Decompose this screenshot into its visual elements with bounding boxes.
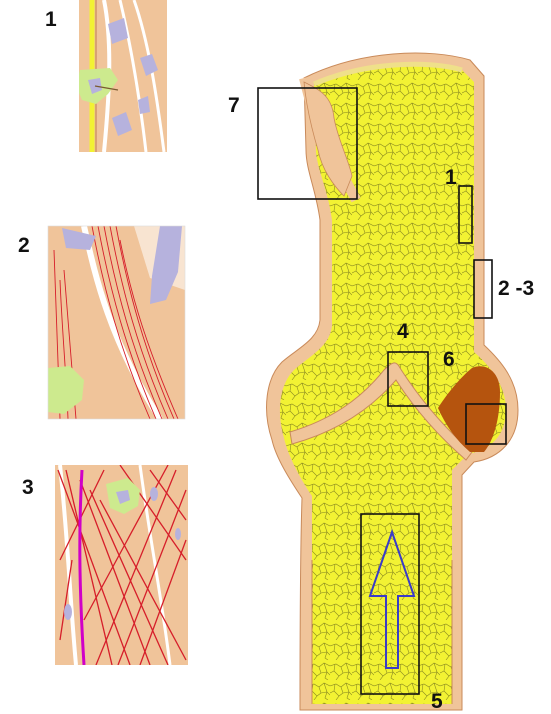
- inset-3-label: 3: [22, 476, 34, 499]
- region-4-label: 4: [397, 320, 409, 343]
- bone-section: [267, 53, 518, 710]
- region-6-label: 6: [443, 348, 455, 371]
- inset-2-label: 2: [18, 234, 30, 257]
- inset-1-label: 1: [45, 8, 57, 31]
- inset-2: 2: [18, 226, 185, 419]
- region-7-label: 7: [228, 94, 240, 117]
- region-2-3-label: 2 -3: [498, 277, 534, 300]
- inset-1: 1: [45, 0, 167, 152]
- inset-3: 3: [22, 465, 188, 665]
- region-1-label: 1: [445, 166, 457, 189]
- region-5-label: 5: [431, 690, 443, 713]
